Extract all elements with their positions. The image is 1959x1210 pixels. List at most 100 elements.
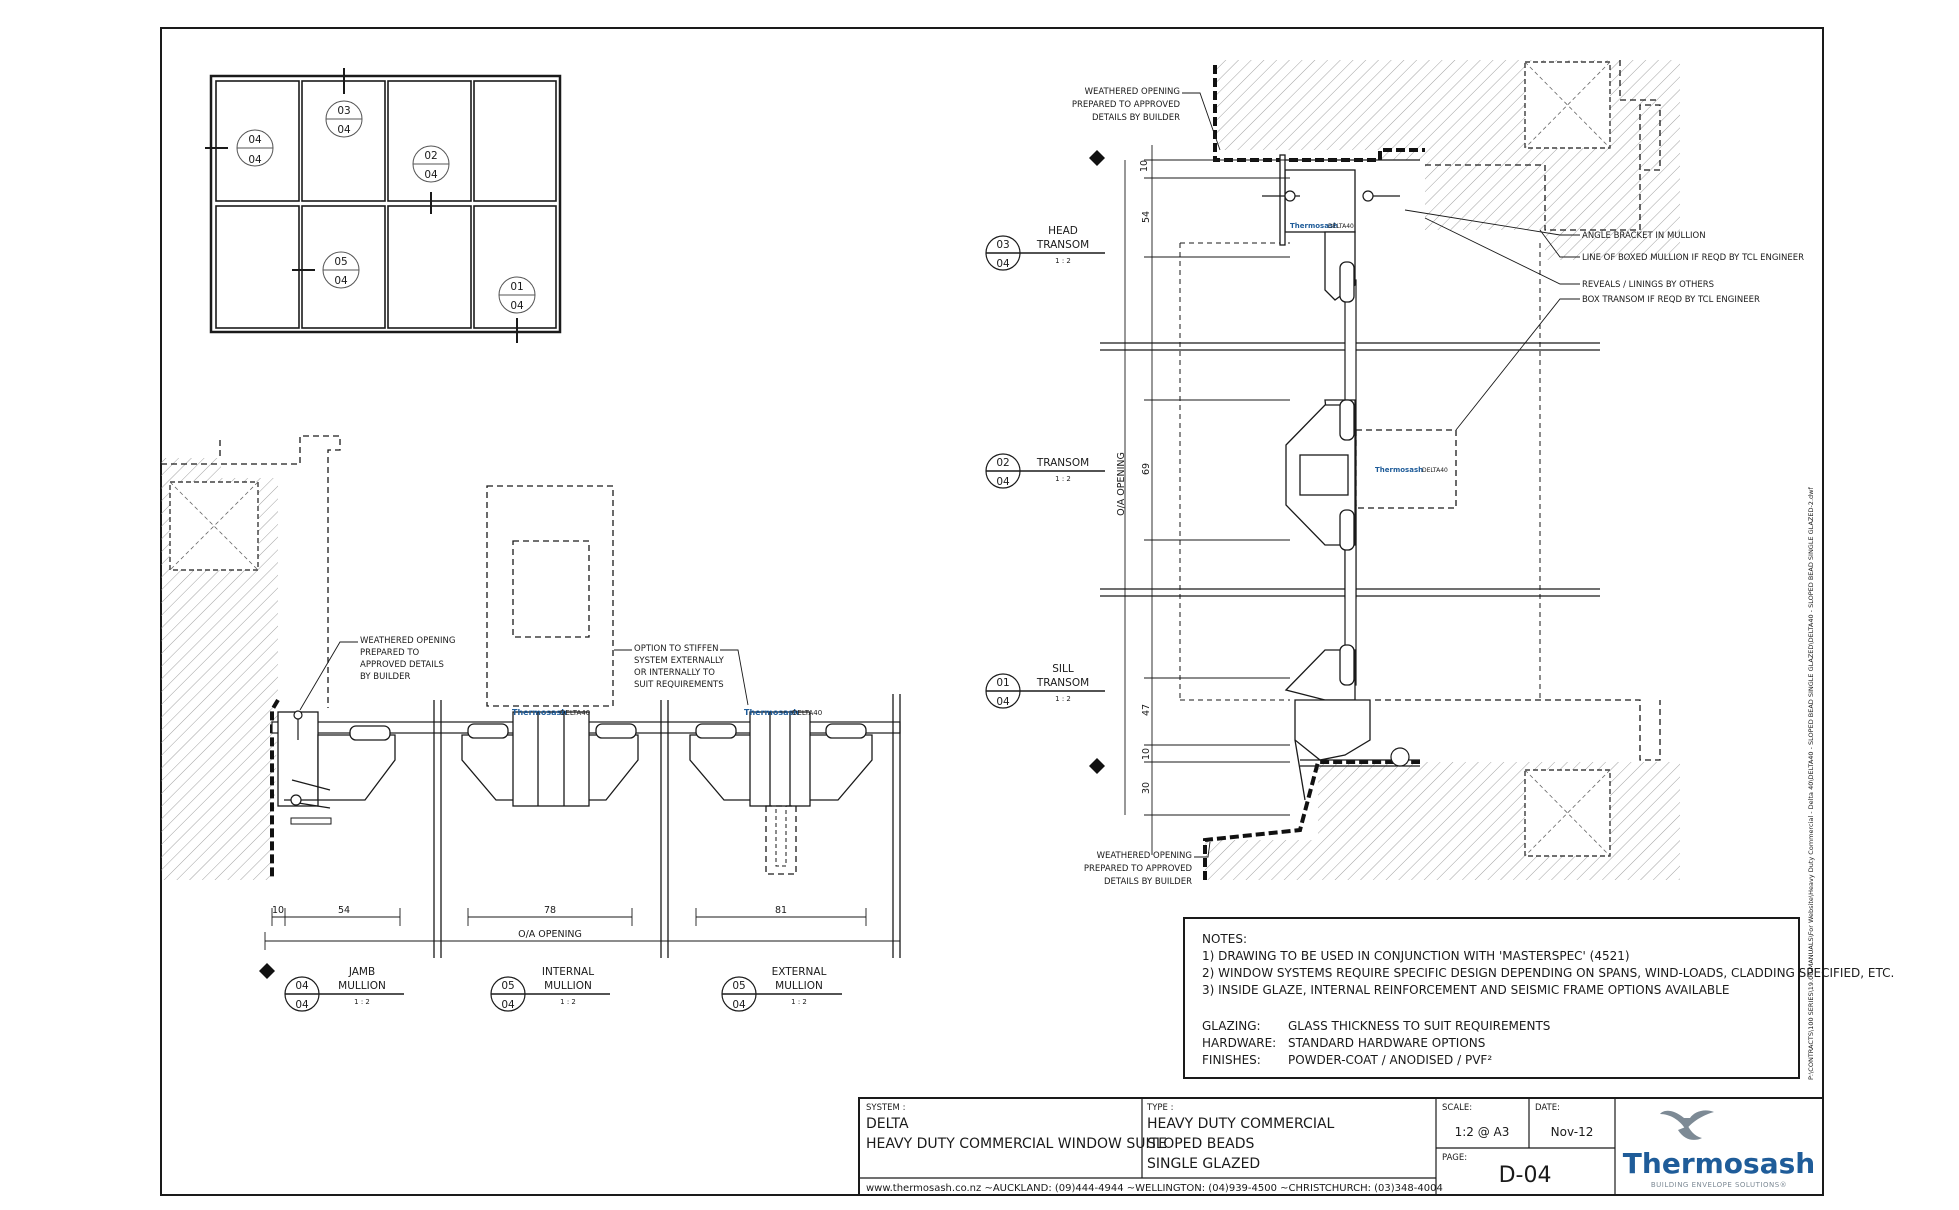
type-line-1: HEAVY DUTY COMMERCIAL xyxy=(1147,1116,1335,1132)
svg-text:05: 05 xyxy=(501,980,514,992)
svg-text:1 : 2: 1 : 2 xyxy=(1055,257,1071,265)
jamb-wall-hatch xyxy=(161,478,278,880)
svg-text:JAMB: JAMB xyxy=(348,966,375,978)
marker-bottom: 04 xyxy=(248,154,262,166)
marker-top: 01 xyxy=(510,281,523,293)
product-tag: DELTA40 xyxy=(792,709,822,717)
brand-tagline: BUILDING ENVELOPE SOLUTIONS® xyxy=(1651,1181,1787,1189)
horizontal-dimensions xyxy=(264,908,900,950)
stiffen-note: OPTION TO STIFFEN SYSTEM EXTERNALLY OR I… xyxy=(614,644,749,706)
jamb-bracket xyxy=(290,817,332,825)
marker-bottom: 04 xyxy=(510,300,524,312)
note-2: 2) WINDOW SYSTEMS REQUIRE SPECIFIC DESIG… xyxy=(1202,966,1894,980)
svg-text:MULLION: MULLION xyxy=(338,980,386,992)
title-block: SYSTEM : DELTA HEAVY DUTY COMMERCIAL WIN… xyxy=(858,1097,1824,1196)
dim-54: 54 xyxy=(338,905,350,916)
dim-54: 54 xyxy=(1141,211,1152,223)
scale-value: 1:2 @ A3 xyxy=(1455,1125,1510,1139)
oa-opening-label: O/A OPENING xyxy=(518,929,582,940)
section-label-jamb-mullion: 04 04 JAMB MULLION 1 : 2 xyxy=(284,966,404,1012)
brand-name: Thermosash xyxy=(1623,1147,1815,1180)
dim-81: 81 xyxy=(775,905,787,916)
stiffener-outline xyxy=(486,485,614,707)
internal-mullion-profile xyxy=(461,711,639,807)
section-label-external-mullion: 05 04 EXTERNAL MULLION 1 : 2 xyxy=(721,966,842,1012)
reveals-note: REVEALS / LININGS BY OTHERS xyxy=(1582,280,1714,290)
svg-text:01: 01 xyxy=(996,677,1009,689)
svg-text:SUIT REQUIREMENTS: SUIT REQUIREMENTS xyxy=(634,680,724,690)
horizontal-sections: Thermosash DELTA40 Thermosash DELTA40 WE… xyxy=(161,435,901,1012)
dim-10: 10 xyxy=(272,905,284,916)
key-marker-4: 05 04 xyxy=(322,251,360,289)
system-line-1: DELTA xyxy=(866,1116,909,1132)
file-path: P:\CONTRACTS\100 SERIES\19.00-MANUALS\Fo… xyxy=(1807,487,1815,1080)
jamb-mullion-profile xyxy=(277,711,396,809)
system-label: SYSTEM : xyxy=(866,1103,905,1113)
scale-label: SCALE: xyxy=(1442,1103,1472,1113)
weathered-line xyxy=(270,698,280,878)
external-mullion-profile xyxy=(689,711,873,807)
stiffener-outline xyxy=(512,540,590,638)
date-label: DATE: xyxy=(1535,1103,1560,1113)
svg-text:WEATHERED OPENING: WEATHERED OPENING xyxy=(1085,87,1180,97)
notes-box: NOTES: 1) DRAWING TO BE USED IN CONJUNCT… xyxy=(1183,917,1894,1079)
svg-text:04: 04 xyxy=(996,696,1010,708)
svg-text:TRANSOM: TRANSOM xyxy=(1036,677,1089,689)
spec-value-glazing: GLASS THICKNESS TO SUIT REQUIREMENTS xyxy=(1288,1019,1550,1033)
stiffener-outline xyxy=(775,805,787,867)
svg-text:EXTERNAL: EXTERNAL xyxy=(772,966,827,978)
thermosash-logo: Thermosash BUILDING ENVELOPE SOLUTIONS® xyxy=(1623,1110,1815,1189)
level-marker xyxy=(259,963,275,979)
transom-profile xyxy=(1285,399,1356,551)
fixing-screw xyxy=(284,710,318,806)
svg-text:TRANSOM: TRANSOM xyxy=(1036,457,1089,469)
marker-top: 04 xyxy=(248,134,262,146)
dim-10: 10 xyxy=(1139,160,1150,172)
head-wall-hatch xyxy=(1425,60,1680,260)
svg-text:OR INTERNALLY TO: OR INTERNALLY TO xyxy=(634,668,715,678)
angle-bracket-note: ANGLE BRACKET IN MULLION xyxy=(1582,231,1706,241)
svg-text:04: 04 xyxy=(501,999,515,1011)
key-marker-2: 03 04 xyxy=(325,100,363,138)
vertical-dimensions xyxy=(1124,145,1290,855)
brand-tag: Thermosash xyxy=(1375,466,1423,474)
note-3: 3) INSIDE GLAZE, INTERNAL REINFORCEMENT … xyxy=(1202,983,1729,997)
product-tag: DELTA40 xyxy=(1422,467,1448,474)
svg-text:SYSTEM EXTERNALLY: SYSTEM EXTERNALLY xyxy=(634,656,725,666)
svg-text:PREPARED TO: PREPARED TO xyxy=(360,648,420,658)
level-marker xyxy=(1089,758,1105,774)
marker-top: 05 xyxy=(334,256,347,268)
sill-seal xyxy=(1390,747,1410,767)
svg-text:04: 04 xyxy=(295,980,309,992)
svg-text:PREPARED TO APPROVED: PREPARED TO APPROVED xyxy=(1084,864,1193,874)
svg-text:04: 04 xyxy=(996,476,1010,488)
type-label: TYPE : xyxy=(1146,1103,1173,1113)
stiffener-outline xyxy=(765,805,797,875)
marker-top: 02 xyxy=(424,150,437,162)
svg-text:DETAILS BY BUILDER: DETAILS BY BUILDER xyxy=(1092,113,1180,123)
svg-text:WEATHERED OPENING: WEATHERED OPENING xyxy=(1097,851,1192,861)
svg-text:1 : 2: 1 : 2 xyxy=(354,998,370,1006)
section-label-transom: 02 04 TRANSOM 1 : 2 xyxy=(985,453,1105,489)
marker-top: 03 xyxy=(337,105,350,117)
svg-text:MULLION: MULLION xyxy=(775,980,823,992)
brand-tag: Thermosash xyxy=(1290,222,1338,230)
svg-text:04: 04 xyxy=(295,999,309,1011)
weathered-opening-note: WEATHERED OPENING PREPARED TO APPROVED D… xyxy=(299,636,455,711)
svg-text:BY BUILDER: BY BUILDER xyxy=(360,672,410,682)
svg-text:1 : 2: 1 : 2 xyxy=(1055,695,1071,703)
boxed-mullion-note: LINE OF BOXED MULLION IF REQD BY TCL ENG… xyxy=(1582,253,1804,263)
svg-text:INTERNAL: INTERNAL xyxy=(542,966,594,978)
svg-text:1 : 2: 1 : 2 xyxy=(1055,475,1071,483)
key-marker-5: 01 04 xyxy=(498,276,536,314)
svg-text:HEAD: HEAD xyxy=(1048,225,1078,237)
svg-text:03: 03 xyxy=(996,239,1009,251)
type-line-2: SLOPED BEADS xyxy=(1147,1136,1255,1152)
sill-transom-profile xyxy=(1284,644,1420,801)
oa-opening-label: O/A OPENING xyxy=(1116,452,1127,516)
dim-69: 69 xyxy=(1141,463,1152,475)
svg-text:MULLION: MULLION xyxy=(544,980,592,992)
svg-text:DETAILS BY BUILDER: DETAILS BY BUILDER xyxy=(1104,877,1192,887)
date-value: Nov-12 xyxy=(1551,1125,1594,1139)
